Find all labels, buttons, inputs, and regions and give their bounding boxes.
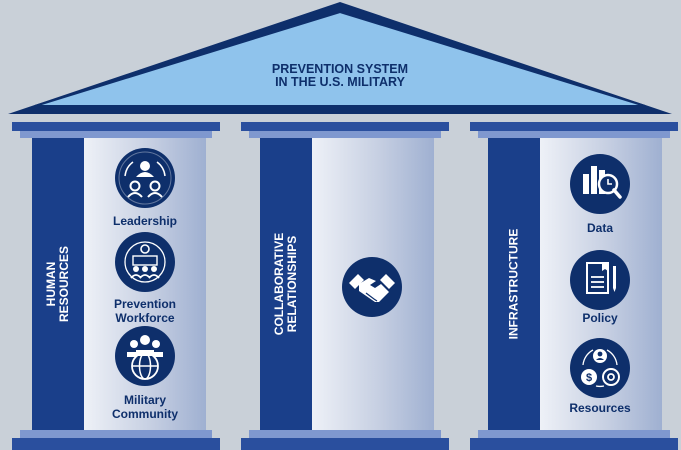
pillar-label-line1: INFRASTRUCTURE (506, 228, 521, 340)
label-line: Leadership (112, 214, 178, 228)
pillar-infrastructure (470, 122, 678, 450)
label-line: Workforce (115, 310, 175, 325)
policy-icon (570, 250, 630, 310)
prevention-workforce-icon (115, 232, 175, 292)
roof-title: PREVENTION SYSTEM IN THE U.S. MILITARY (190, 63, 490, 89)
pillar-label-line2: RESOURCES (57, 245, 71, 323)
leadership-icon (115, 148, 175, 208)
pillar-label-human-resources: HUMAN RESOURCES (44, 245, 71, 323)
handshake-icon (342, 257, 402, 317)
pillar-label-collaborative-relationships: COLLABORATIVE RELATIONSHIPS (272, 233, 299, 335)
roof-title-line1: PREVENTION SYSTEM (271, 62, 409, 76)
label-line: Resources (569, 401, 631, 415)
svg-text:$: $ (586, 372, 592, 384)
label-line: Military (123, 393, 166, 407)
policy-label: Policy (582, 311, 618, 326)
resources-icon: $ (570, 338, 630, 398)
pillar-label-line2: RELATIONSHIPS (285, 235, 299, 333)
roof-title-line2: IN THE U.S. MILITARY (275, 75, 405, 89)
military-community-icon (115, 326, 175, 386)
label-line: Prevention (113, 297, 177, 311)
label-line: Data (586, 221, 614, 235)
pillar-label-infrastructure: INFRASTRUCTURE (506, 228, 521, 340)
leadership-label: Leadership (112, 214, 178, 229)
pillar-collaborative-relationships (241, 122, 449, 450)
label-line: Policy (582, 311, 618, 325)
roof (8, 2, 672, 114)
data-icon (570, 154, 630, 214)
label-line: Community (112, 406, 178, 421)
data-label: Data (586, 221, 614, 236)
resources-label: Resources (569, 401, 631, 416)
prevention-workforce-label: Prevention Workforce (113, 297, 177, 325)
military-community-label: Military Community (112, 393, 178, 421)
